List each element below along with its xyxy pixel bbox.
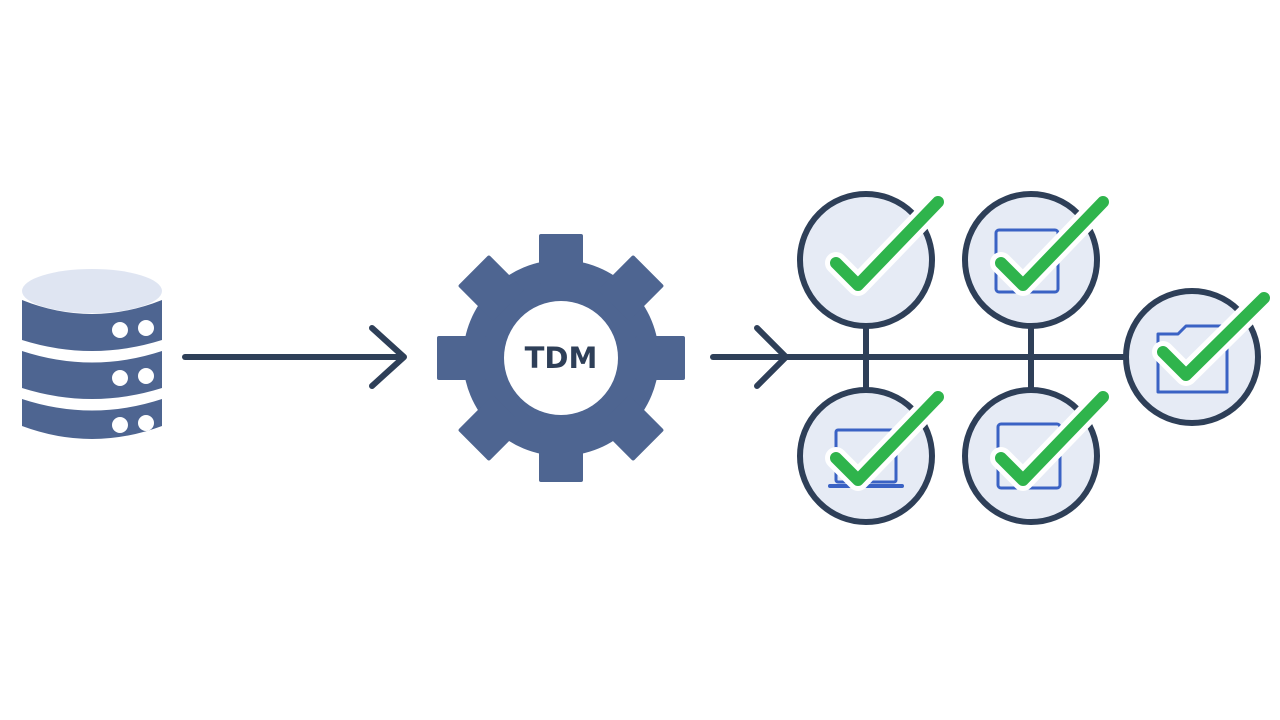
database-light xyxy=(112,417,128,433)
database-icon xyxy=(22,269,162,439)
output-node-right xyxy=(1123,287,1275,426)
gear-icon: TDM xyxy=(437,234,685,482)
check-icon xyxy=(825,191,949,296)
network-connectors xyxy=(783,323,1133,393)
check-icon xyxy=(825,386,949,491)
database-light xyxy=(112,322,128,338)
check-icon xyxy=(990,386,1114,491)
output-node-bottom-right xyxy=(962,386,1114,525)
database-light xyxy=(138,415,154,431)
arrow-icon xyxy=(710,325,789,389)
database-top xyxy=(22,269,162,313)
database-light xyxy=(112,370,128,386)
check-icon xyxy=(1152,287,1275,386)
database-light xyxy=(138,368,154,384)
check-icon xyxy=(990,191,1114,296)
database-light xyxy=(138,320,154,336)
output-node-top-left xyxy=(797,191,949,329)
database-disk-2 xyxy=(22,351,162,399)
gear-center xyxy=(504,301,618,415)
database-disk-3 xyxy=(22,399,162,439)
database-disk-1 xyxy=(22,300,162,351)
gear-label: TDM xyxy=(525,341,598,375)
output-node-bottom-left xyxy=(797,386,949,525)
arrow-icon xyxy=(182,325,407,389)
output-node-top-right xyxy=(962,191,1114,329)
